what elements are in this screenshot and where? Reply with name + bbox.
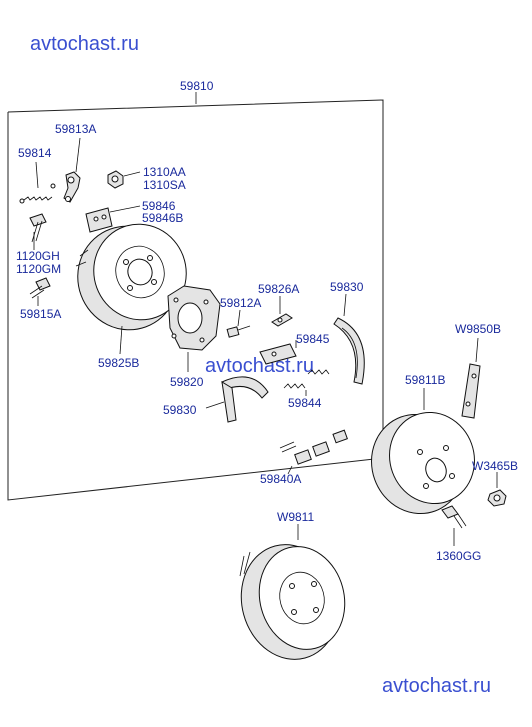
- bracket-W9850B: [461, 363, 481, 419]
- label-59812A: 59812A: [220, 296, 261, 310]
- label-59845: 59845: [296, 332, 330, 346]
- label-59811B: 59811B: [405, 373, 445, 387]
- label-1120GM: 1120GM: [16, 262, 61, 276]
- adjuster-59826A: [271, 313, 293, 327]
- label-59820: 59820: [170, 375, 204, 389]
- nut-W3465B: [487, 489, 507, 507]
- wheel-cylinder-59840A: [279, 429, 348, 465]
- bolt-1360GG: [441, 505, 467, 529]
- label-59830-bottom: 59830: [163, 403, 197, 417]
- label-59846: 59846: [142, 199, 176, 213]
- label-59814: 59814: [18, 146, 52, 160]
- backing-plate-59820: [167, 285, 221, 351]
- label-59844: 59844: [288, 396, 322, 410]
- spring-59844: [283, 369, 330, 389]
- bolt-59815A: [29, 277, 51, 299]
- strut-59845: [259, 343, 297, 365]
- assembly-label-59810: 59810: [180, 79, 214, 93]
- label-W3465B: W3465B: [472, 459, 518, 473]
- backing-plate-W9811: [239, 544, 346, 660]
- brake-shoe-59830-top: [333, 317, 365, 385]
- brake-drum-59811B: [371, 411, 475, 515]
- plate-59846: [85, 207, 113, 233]
- watermark-bottom: avtochast.ru: [382, 675, 491, 697]
- brake-drum-59825B: [75, 223, 187, 331]
- label-59830-top: 59830: [330, 280, 364, 294]
- label-W9811: W9811: [277, 510, 314, 524]
- label-1310AA: 1310AA: [143, 165, 186, 179]
- label-59840A: 59840A: [260, 472, 301, 486]
- bolt-1120GH: [29, 213, 47, 243]
- label-1120GH: 1120GH: [16, 249, 60, 263]
- label-59825B: 59825B: [98, 356, 139, 370]
- spring-59814: [19, 183, 56, 204]
- watermark-top: avtochast.ru: [30, 33, 139, 55]
- label-1310SA: 1310SA: [143, 178, 186, 192]
- watermark-middle: avtochast.ru: [205, 355, 314, 377]
- label-W9850B: W9850B: [455, 322, 501, 336]
- pin-59812A: [226, 325, 251, 338]
- label-59826A: 59826A: [258, 282, 299, 296]
- label-59813A: 59813A: [55, 122, 96, 136]
- label-59846B: 59846B: [142, 211, 183, 225]
- lever-59813A: [63, 171, 81, 203]
- label-1360GG: 1360GG: [436, 549, 481, 563]
- nut-1310AA: [107, 170, 124, 189]
- label-59815A: 59815A: [20, 307, 61, 321]
- brake-shoe-59830-bottom: [221, 376, 269, 423]
